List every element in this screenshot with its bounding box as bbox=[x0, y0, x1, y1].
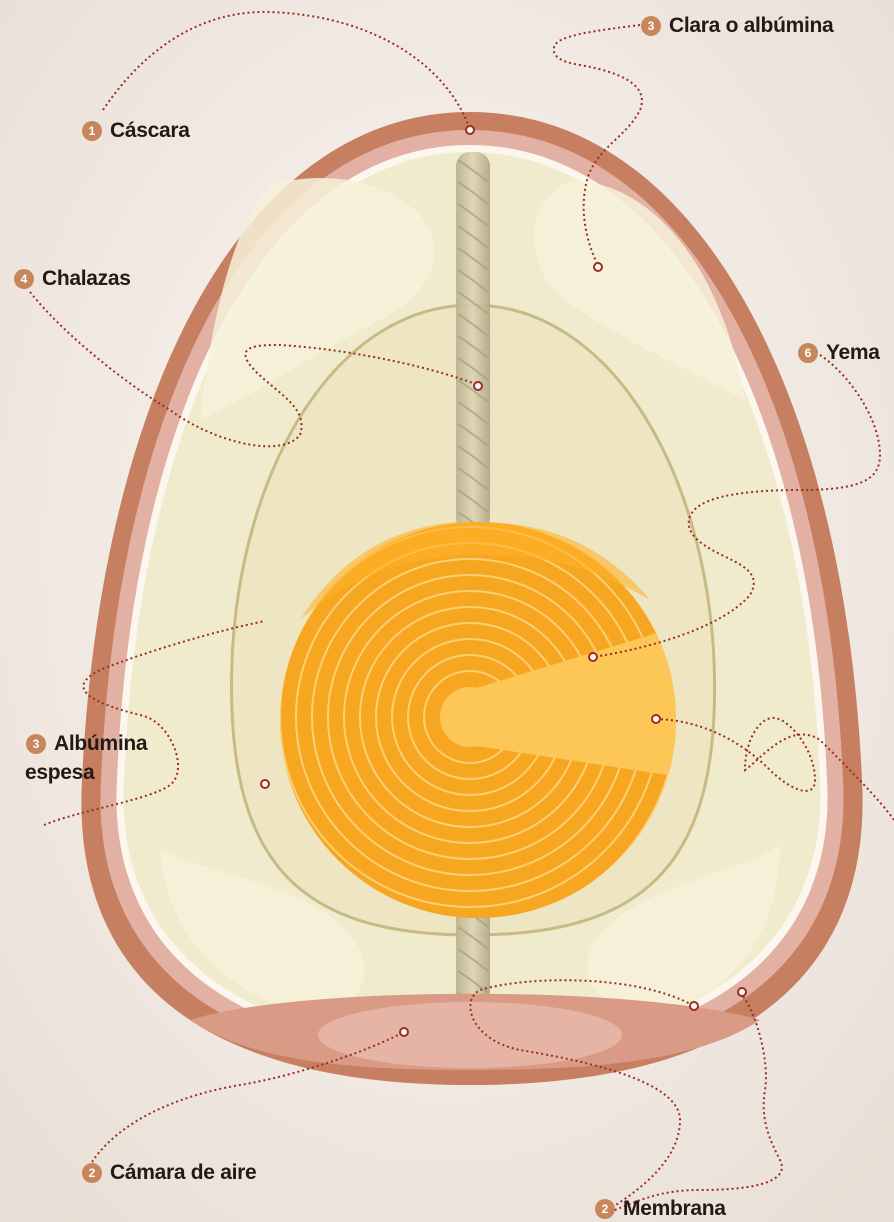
endpoint-membrana-inner bbox=[690, 1002, 698, 1010]
endpoint-albumina-espesa bbox=[261, 780, 269, 788]
badge-chalazas: 4 bbox=[14, 269, 34, 289]
endpoint-membrana-outer bbox=[738, 988, 746, 996]
label-chalazas: 4 Chalazas bbox=[14, 268, 131, 289]
endpoint-clara bbox=[594, 263, 602, 271]
label-camara: 2 Cámara de aire bbox=[82, 1162, 256, 1183]
label-chalazas-text: Chalazas bbox=[42, 268, 131, 289]
label-clara: 3 Clara o albúmina bbox=[641, 15, 833, 36]
label-membrana-text: Membrana bbox=[623, 1198, 726, 1219]
endpoint-chalazas bbox=[474, 382, 482, 390]
label-albumina-espesa: 3 Albúmina bbox=[26, 733, 147, 754]
chalaza-top bbox=[456, 152, 490, 534]
label-clara-text: Clara o albúmina bbox=[669, 15, 833, 36]
label-yema: 6 Yema bbox=[798, 342, 880, 363]
endpoint-cascara bbox=[466, 126, 474, 134]
badge-cascara: 1 bbox=[82, 121, 102, 141]
air-cell-inner bbox=[318, 1002, 622, 1068]
endpoint-yema bbox=[589, 653, 597, 661]
endpoint-camara bbox=[400, 1028, 408, 1036]
label-membrana: 2 Membrana bbox=[595, 1198, 726, 1219]
badge-clara: 3 bbox=[641, 16, 661, 36]
endpoint-latebra bbox=[652, 715, 660, 723]
badge-camara: 2 bbox=[82, 1163, 102, 1183]
label-yema-text: Yema bbox=[826, 342, 880, 363]
badge-membrana: 2 bbox=[595, 1199, 615, 1219]
label-cascara-text: Cáscara bbox=[110, 120, 190, 141]
label-cascara: 1 Cáscara bbox=[82, 120, 190, 141]
label-camara-text: Cámara de aire bbox=[110, 1162, 256, 1183]
label-albumina-espesa-text2: espesa bbox=[25, 762, 94, 783]
badge-albumina-espesa: 3 bbox=[26, 734, 46, 754]
badge-yema: 6 bbox=[798, 343, 818, 363]
label-albumina-espesa-text: Albúmina bbox=[54, 733, 147, 754]
